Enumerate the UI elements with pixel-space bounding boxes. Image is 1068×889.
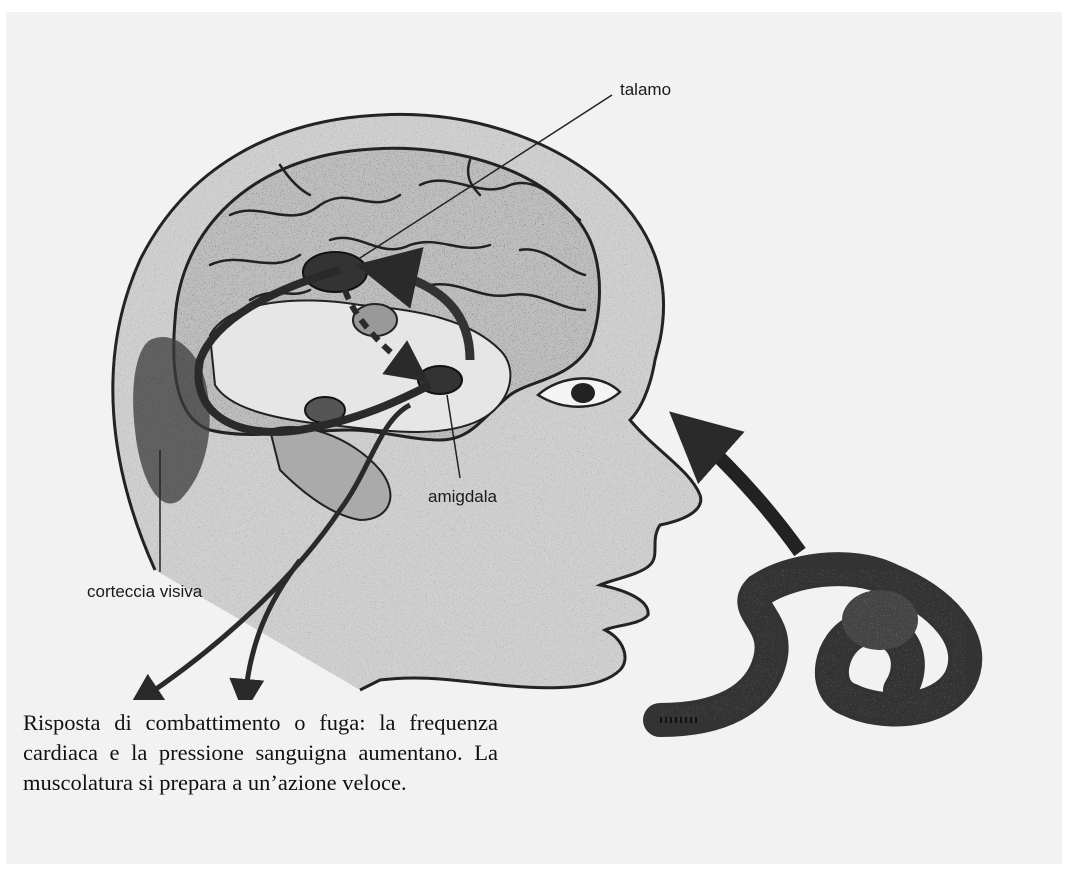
label-corteccia-visiva: corteccia visiva xyxy=(87,582,202,602)
caption-text: Risposta di combattimento o fuga: la fre… xyxy=(23,710,498,795)
caption-box: Risposta di combattimento o fuga: la fre… xyxy=(8,700,508,862)
hypothalamus xyxy=(353,304,397,336)
label-talamo: talamo xyxy=(620,80,671,100)
snake xyxy=(660,569,965,720)
stimulus-arrow xyxy=(690,430,800,552)
label-amigdala: amigdala xyxy=(428,487,497,507)
